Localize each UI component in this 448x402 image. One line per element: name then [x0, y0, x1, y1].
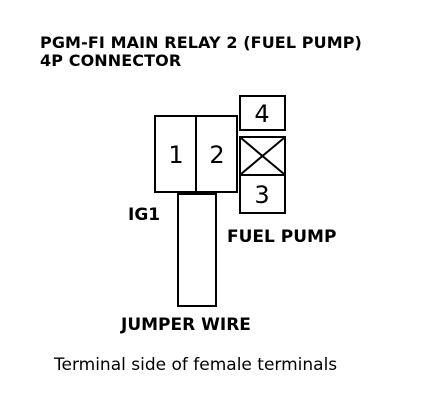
terminal-2-cavity	[195, 115, 238, 193]
terminal-4-cavity	[239, 95, 286, 131]
jumper-wire-label: JUMPER WIRE	[121, 315, 251, 335]
terminal-4-number: 4	[254, 100, 269, 128]
terminal-2-number: 2	[209, 141, 224, 169]
title-line-1: PGM-FI MAIN RELAY 2 (FUEL PUMP)	[40, 33, 362, 52]
fuel-pump-label: FUEL PUMP	[227, 227, 337, 247]
view-caption: Terminal side of female terminals	[54, 355, 338, 375]
terminal-1-number: 1	[168, 141, 183, 169]
ig1-label: IG1	[128, 205, 161, 225]
jumper-wire	[177, 193, 217, 307]
x-cross-icon	[240, 137, 285, 175]
terminal-3-number: 3	[254, 181, 269, 209]
title-line-2: 4P CONNECTOR	[40, 51, 182, 70]
diagram-title: PGM-FI MAIN RELAY 2 (FUEL PUMP) 4P CONNE…	[40, 34, 362, 70]
terminal-3-cavity	[239, 174, 286, 214]
